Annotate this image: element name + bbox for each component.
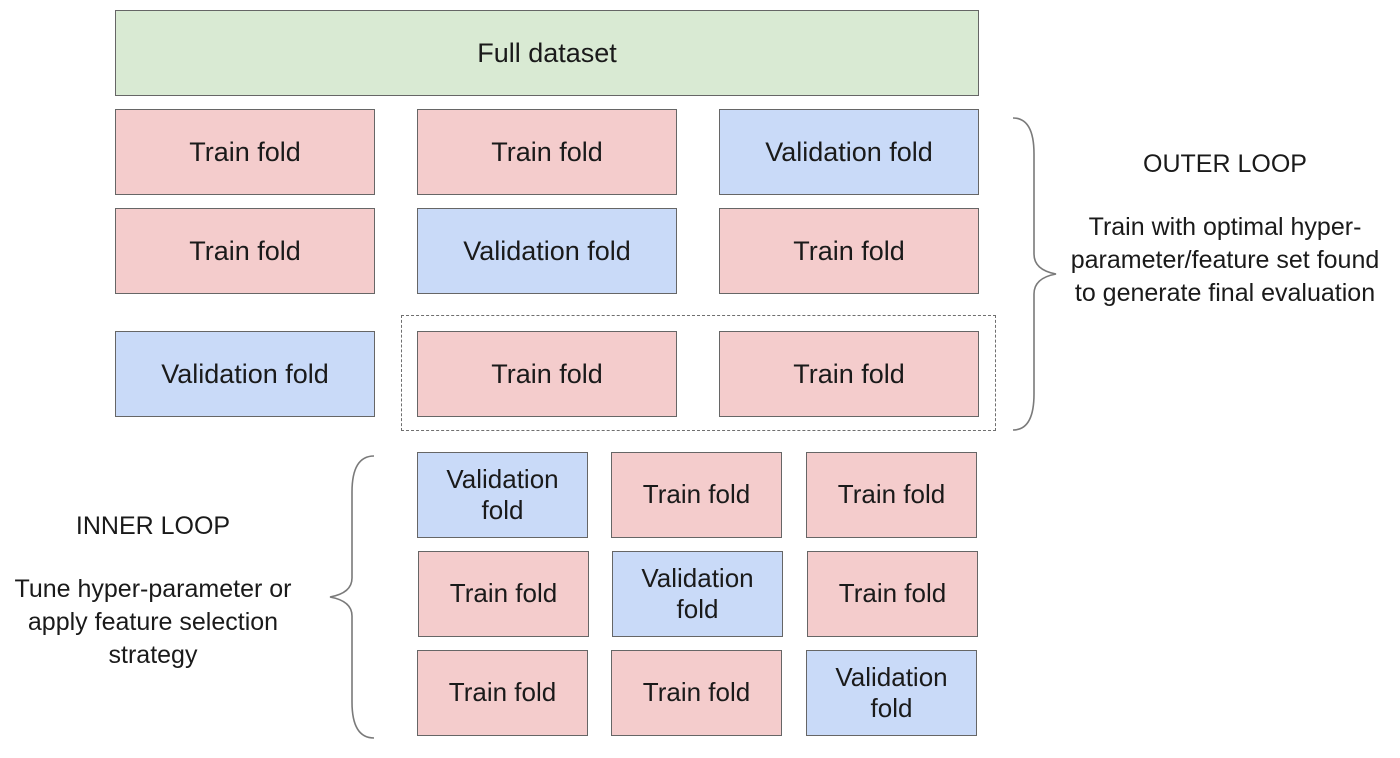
inner-fold-r1-c1: Validation fold <box>417 452 588 538</box>
fold-label: Train fold <box>642 677 751 708</box>
outer-loop-label: OUTER LOOP Train with optimal hyper-para… <box>1060 148 1390 310</box>
fold-label: Train fold <box>189 235 301 266</box>
inner-loop-description: Tune hyper-parameter or apply feature se… <box>14 575 292 669</box>
outer-fold-r1-c2: Train fold <box>417 109 677 195</box>
fold-label: Train fold <box>837 479 946 510</box>
fold-label: Validation fold <box>446 463 559 525</box>
outer-fold-r2-c2: Validation fold <box>417 208 677 294</box>
inner-fold-r3-c2: Train fold <box>611 650 782 736</box>
inner-fold-r2-c1: Train fold <box>418 551 589 637</box>
fold-label: Train fold <box>838 578 947 609</box>
outer-fold-r2-c3: Train fold <box>719 208 979 294</box>
fold-label: Train fold <box>189 136 301 167</box>
full-dataset-label: Full dataset <box>477 37 617 68</box>
fold-label: Validation fold <box>161 358 329 389</box>
fold-label: Train fold <box>491 358 603 389</box>
full-dataset-box: Full dataset <box>115 10 979 96</box>
outer-loop-title: OUTER LOOP <box>1143 150 1307 178</box>
fold-label: Validation fold <box>835 661 948 723</box>
fold-label: Train fold <box>642 479 751 510</box>
outer-loop-description: Train with optimal hyper-parameter/featu… <box>1070 213 1380 307</box>
fold-label: Train fold <box>793 235 905 266</box>
inner-loop-source-highlight <box>401 315 996 431</box>
inner-fold-r3-c1: Train fold <box>417 650 588 736</box>
outer-fold-r3-c2: Train fold <box>417 331 677 417</box>
inner-fold-r1-c3: Train fold <box>806 452 977 538</box>
outer-fold-r3-c1: Validation fold <box>115 331 375 417</box>
inner-fold-r2-c3: Train fold <box>807 551 978 637</box>
fold-label: Train fold <box>448 677 557 708</box>
fold-label: Validation fold <box>641 562 754 624</box>
outer-fold-r1-c3: Validation fold <box>719 109 979 195</box>
fold-label: Validation fold <box>765 136 933 167</box>
inner-loop-label: INNER LOOP Tune hyper-parameter or apply… <box>8 510 298 672</box>
fold-label: Train fold <box>491 136 603 167</box>
fold-label: Train fold <box>449 578 558 609</box>
outer-loop-brace <box>1012 117 1057 431</box>
inner-fold-r3-c3: Validation fold <box>806 650 977 736</box>
inner-loop-title: INNER LOOP <box>75 512 231 540</box>
fold-label: Validation fold <box>463 235 631 266</box>
fold-label: Train fold <box>793 358 905 389</box>
outer-fold-r2-c1: Train fold <box>115 208 375 294</box>
outer-fold-r1-c1: Train fold <box>115 109 375 195</box>
inner-loop-brace <box>329 455 375 739</box>
outer-fold-r3-c3: Train fold <box>719 331 979 417</box>
inner-fold-r2-c2: Validation fold <box>612 551 783 637</box>
inner-fold-r1-c2: Train fold <box>611 452 782 538</box>
